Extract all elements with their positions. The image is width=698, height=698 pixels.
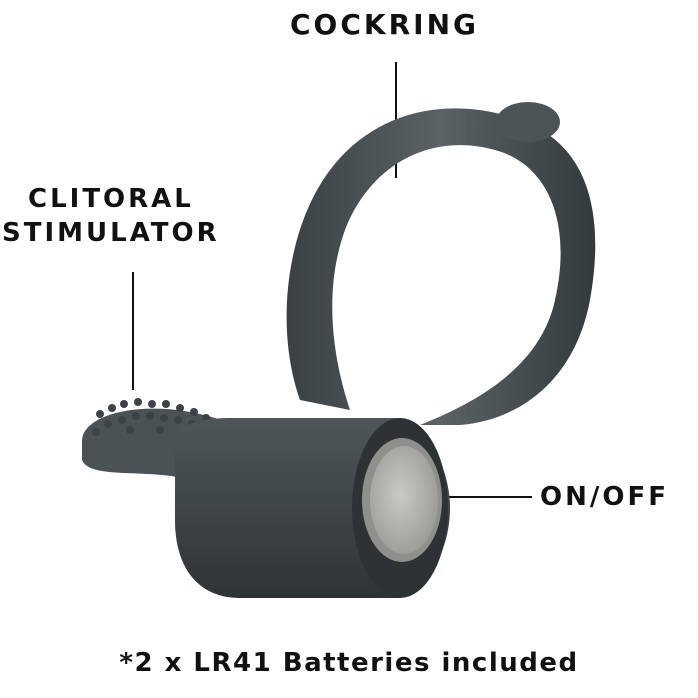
cockring-label: COCKRING	[290, 8, 479, 41]
power-button	[362, 438, 442, 562]
clitoral-stimulator-label: CLITORAL STIMULATOR	[2, 182, 220, 250]
clitoral-label-line1: CLITORAL	[28, 184, 194, 214]
clitoral-label-line2: STIMULATOR	[2, 218, 220, 248]
battery-footnote: *2 x LR41 Batteries included	[119, 648, 579, 678]
onoff-label: ON/OFF	[540, 482, 669, 512]
ring	[286, 102, 596, 425]
